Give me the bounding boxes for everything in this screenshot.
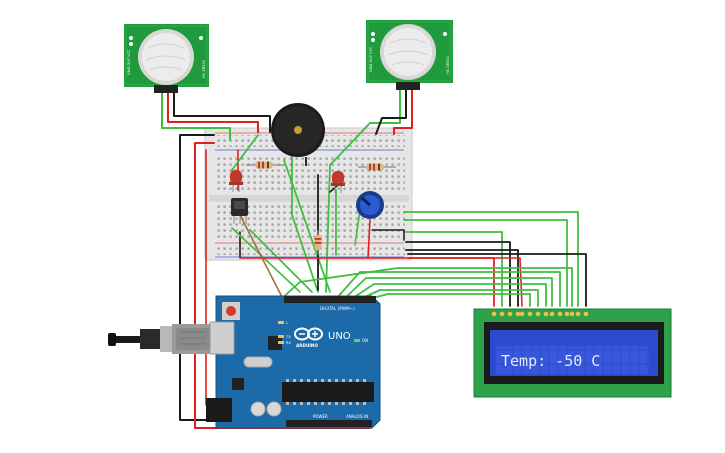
pir-left-silk-b: HC-SR501 xyxy=(202,60,206,78)
digital-label: DIGITAL (PWM~) xyxy=(320,306,355,311)
resistor-bottom[interactable] xyxy=(314,230,322,255)
led-right[interactable] xyxy=(331,171,345,193)
arduino-model: UNO xyxy=(328,331,351,342)
pir-sensor-right[interactable]: GND OUT VCC HC-SR501 xyxy=(366,20,453,90)
analog-label: ANALOG IN xyxy=(346,414,368,419)
pir-sensor-left[interactable]: GND OUT VCC HC-SR501 xyxy=(124,24,209,93)
arduino-uno[interactable]: ARDUINO UNO DIGITAL (PWM~) POWER ANALOG … xyxy=(206,295,381,429)
digital-header xyxy=(284,296,376,303)
pir-left-silk-a: GND OUT VCC xyxy=(127,49,131,75)
rx-label: RX xyxy=(286,341,291,345)
power-analog-header xyxy=(286,420,372,427)
piezo-buzzer[interactable] xyxy=(271,103,325,166)
led-left[interactable] xyxy=(229,170,243,192)
pir-right-silk-b: HC-SR501 xyxy=(446,56,450,74)
on-label: ON xyxy=(362,338,368,343)
arduino-brand: ARDUINO xyxy=(296,343,318,348)
resistor-left[interactable] xyxy=(246,161,284,169)
lcd-text: Temp: -50 C xyxy=(501,352,600,370)
temperature-sensor[interactable] xyxy=(231,198,248,224)
lcd-display[interactable]: Temp: -50 C xyxy=(473,308,672,398)
atmega-chip xyxy=(282,382,374,402)
usb-cable[interactable] xyxy=(108,324,214,354)
pir-right-silk-a: GND OUT VCC xyxy=(369,46,373,72)
tx-label: TX xyxy=(285,335,291,339)
power-label: POWER xyxy=(313,414,328,419)
l-label: L xyxy=(286,321,288,325)
potentiometer[interactable] xyxy=(356,191,384,219)
arduino-logo-icon xyxy=(294,327,323,341)
resistor-right[interactable] xyxy=(358,163,396,171)
